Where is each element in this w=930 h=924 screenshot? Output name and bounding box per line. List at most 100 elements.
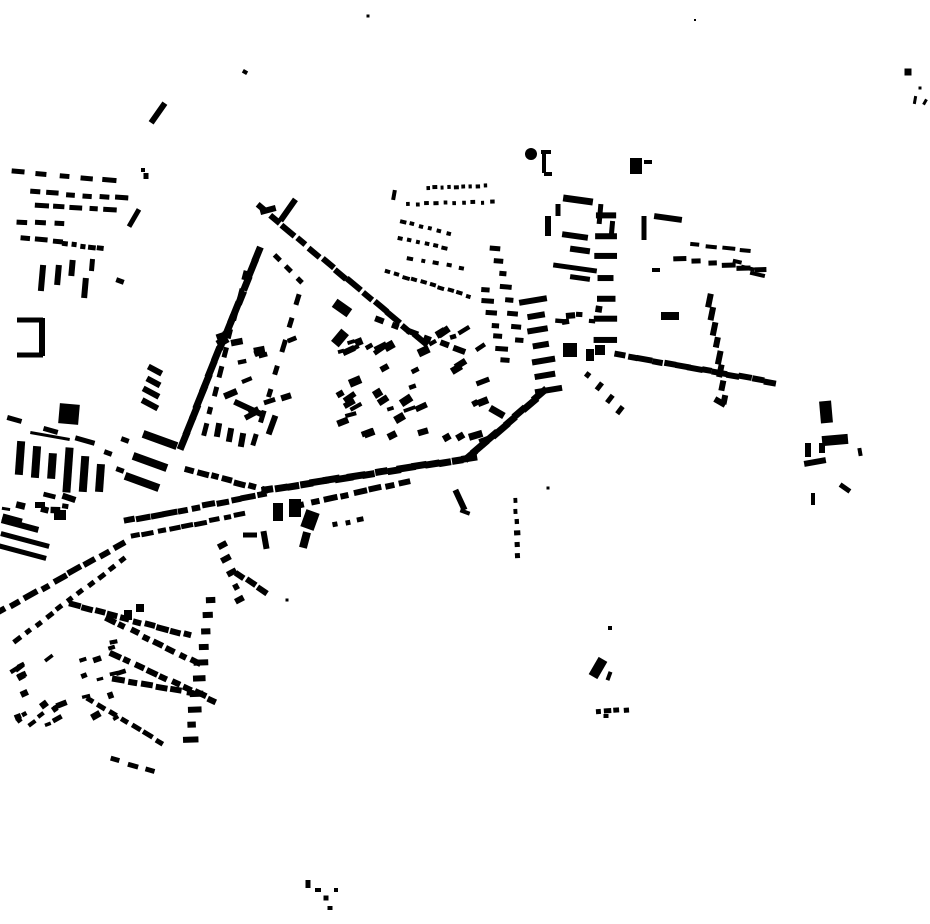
building — [485, 309, 498, 316]
building — [386, 430, 398, 441]
building — [96, 676, 104, 682]
building — [233, 570, 246, 581]
building — [285, 598, 289, 602]
building — [722, 245, 736, 251]
building — [293, 293, 302, 306]
building — [426, 185, 431, 191]
building — [440, 185, 444, 190]
building — [123, 515, 136, 524]
building — [144, 766, 156, 774]
building — [364, 342, 374, 351]
building — [233, 594, 245, 605]
building — [323, 895, 329, 901]
building — [176, 430, 191, 451]
building — [694, 19, 696, 21]
building — [506, 310, 519, 317]
building — [265, 414, 279, 436]
building — [393, 271, 400, 277]
building — [725, 371, 740, 380]
building — [644, 160, 652, 164]
building — [393, 411, 407, 424]
building — [366, 14, 370, 18]
building — [462, 200, 466, 205]
building — [545, 216, 551, 236]
building — [74, 435, 96, 446]
building — [150, 511, 164, 520]
building — [68, 259, 76, 277]
building — [594, 252, 618, 259]
building — [225, 567, 238, 578]
building — [418, 224, 424, 229]
building — [465, 293, 472, 300]
building — [344, 411, 357, 419]
building — [58, 403, 80, 425]
building — [232, 582, 240, 591]
building — [154, 737, 165, 747]
building — [562, 194, 594, 206]
building — [310, 497, 321, 506]
building — [15, 501, 26, 510]
building — [651, 358, 664, 367]
building — [191, 504, 201, 512]
building — [11, 168, 25, 175]
building — [192, 384, 209, 411]
building — [526, 325, 549, 335]
building — [821, 433, 849, 447]
building — [707, 306, 717, 321]
building — [346, 471, 366, 481]
building — [141, 430, 179, 450]
building — [124, 610, 132, 620]
building — [439, 339, 450, 349]
building — [107, 563, 117, 573]
building — [193, 659, 209, 666]
building — [95, 463, 105, 493]
building — [241, 270, 249, 281]
building — [233, 510, 246, 518]
building — [594, 381, 605, 392]
building — [135, 513, 151, 523]
building — [12, 634, 23, 645]
building — [478, 435, 492, 445]
building — [233, 479, 247, 489]
building — [502, 414, 518, 429]
building — [468, 184, 472, 189]
building — [37, 264, 47, 292]
building — [164, 645, 176, 655]
building — [0, 605, 7, 618]
building — [613, 350, 626, 359]
building — [526, 311, 546, 321]
building — [544, 172, 552, 176]
building — [69, 204, 83, 211]
building — [51, 714, 63, 724]
building — [417, 427, 429, 437]
building — [94, 607, 107, 616]
building — [99, 194, 110, 200]
building — [255, 584, 269, 597]
building — [107, 644, 116, 651]
building — [208, 516, 220, 524]
building — [34, 236, 48, 243]
building — [396, 462, 417, 473]
building — [341, 345, 356, 356]
building — [110, 755, 121, 764]
building — [182, 736, 199, 743]
building — [714, 350, 724, 365]
building — [371, 387, 384, 399]
building — [705, 293, 714, 308]
building — [428, 338, 438, 347]
building — [80, 175, 94, 182]
building — [145, 375, 162, 389]
building — [397, 235, 404, 241]
building — [82, 556, 97, 568]
building — [595, 233, 617, 240]
building — [593, 315, 618, 322]
building — [240, 492, 257, 502]
building — [268, 212, 282, 226]
building — [433, 201, 439, 206]
building — [499, 283, 512, 290]
building — [155, 624, 170, 634]
building — [187, 706, 202, 713]
building — [118, 555, 127, 564]
building — [102, 176, 117, 184]
building — [436, 285, 445, 292]
